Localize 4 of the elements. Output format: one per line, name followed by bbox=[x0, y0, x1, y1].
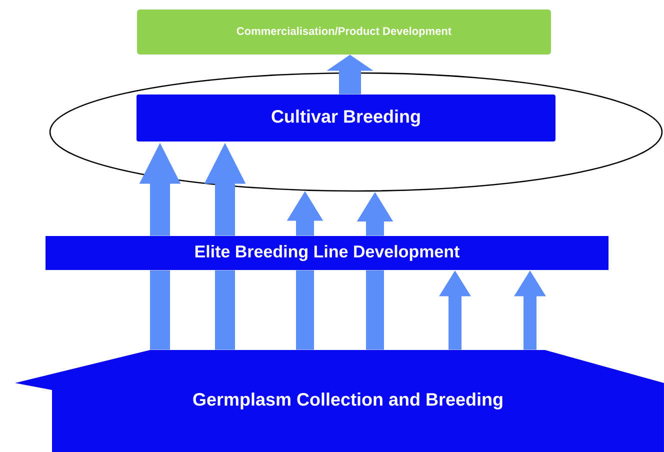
cultivar-breeding-box: Cultivar Breeding bbox=[136, 94, 556, 142]
ellipse-outline bbox=[49, 72, 663, 192]
product-development-box: Commercialisation/Product Development bbox=[137, 10, 551, 54]
elite-line-band: Elite Breeding Line Development bbox=[46, 236, 608, 270]
